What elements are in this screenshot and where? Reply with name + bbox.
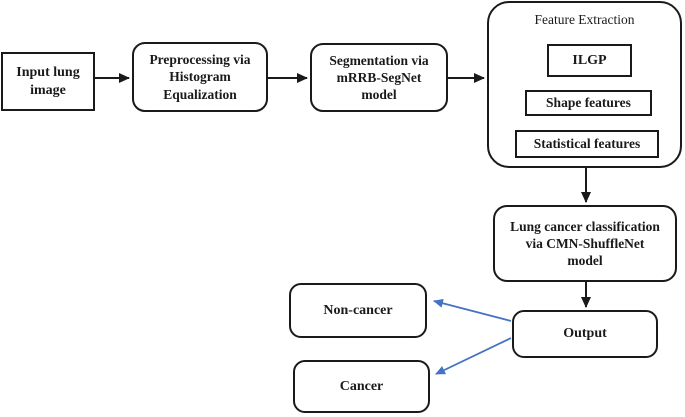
node-classification: Lung cancer classification via CMN-Shuff… [493, 205, 677, 282]
node-non-cancer: Non-cancer [289, 283, 427, 338]
node-input-lung-image: Input lung image [1, 52, 95, 111]
node-shape-features: Shape features [525, 90, 652, 116]
node-cancer: Cancer [293, 360, 430, 413]
node-segmentation: Segmentation via mRRB-SegNet model [310, 43, 448, 112]
arrow-output-to-cancer [435, 337, 512, 375]
node-output: Output [512, 310, 658, 358]
node-ilgp: ILGP [547, 44, 632, 77]
node-preprocessing: Preprocessing via Histogram Equalization [132, 42, 268, 112]
arrow-output-to-non-cancer [433, 298, 512, 322]
feature-extraction-title: Feature Extraction [534, 12, 635, 27]
node-statistical-features: Statistical features [515, 130, 659, 158]
node-feature-extraction-group: Feature Extraction ILGP Shape features S… [487, 1, 682, 168]
